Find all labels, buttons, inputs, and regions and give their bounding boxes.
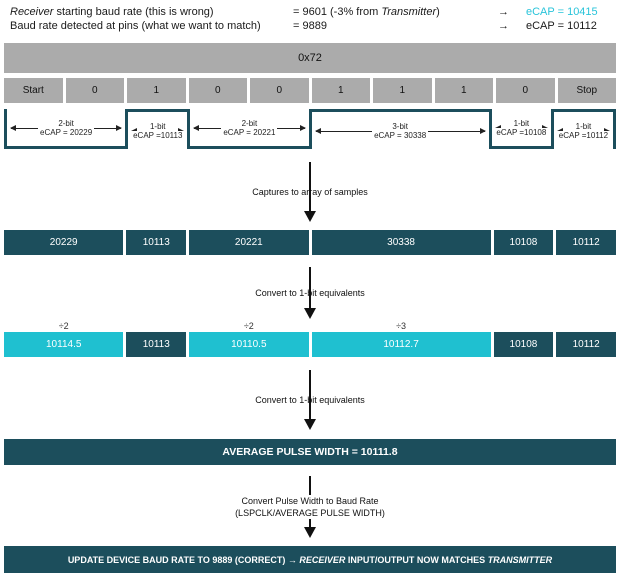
receiver-value-post: ) — [436, 6, 440, 18]
divisor-spacer — [556, 319, 616, 332]
flow-label: Convert to 1-bit equivalents — [255, 395, 365, 405]
down-arrow-line — [309, 370, 311, 419]
divisor-label: ÷2 — [58, 321, 69, 331]
bit-cell-start: Start — [4, 78, 63, 103]
divisor-label: ÷2 — [243, 321, 254, 331]
final-bar-mid: INPUT/OUTPUT NOW MATCHES — [345, 554, 488, 565]
bit-cell: 0 — [496, 78, 555, 103]
flow-arrow-convert-1: Convert to 1-bit equivalents — [0, 267, 620, 319]
header-row-receiver: Receiver starting baud rate (this is wro… — [10, 5, 610, 19]
transmitter-word: Transmitter — [381, 6, 437, 18]
down-arrow-icon — [304, 419, 316, 430]
sample-cell: 20221 — [189, 230, 309, 255]
converted-cell: 10112 — [556, 332, 617, 357]
converted-cell: 10114.5 — [4, 332, 124, 357]
bit-width-label: 3-bit — [390, 121, 410, 131]
bit-cell: 1 — [434, 78, 493, 103]
bit-cell: 0 — [65, 78, 124, 103]
converted-cell: 10110.5 — [189, 332, 309, 357]
ecap-value-label: eCAP =10108 — [494, 127, 549, 137]
ecap-value-label: eCAP = 20229 — [38, 127, 95, 137]
receiver-baud-label: Receiver starting baud rate (this is wro… — [10, 5, 293, 19]
bit-width-label: 1-bit — [573, 121, 594, 131]
sample-cell: 10113 — [126, 230, 187, 255]
sample-cell: 20229 — [4, 230, 124, 255]
header-row-detected: Baud rate detected at pins (what we want… — [10, 19, 610, 33]
sample-cell: 10112 — [556, 230, 617, 255]
down-arrow-line — [309, 267, 311, 308]
receiver-word: RECEIVER — [299, 554, 346, 565]
receiver-label-rest: starting baud rate (this is wrong) — [53, 6, 214, 18]
converted-cell: 10108 — [493, 332, 554, 357]
ecap-value-label: eCAP = 20221 — [221, 127, 278, 137]
samples-row: 20229 10113 20221 30338 10108 10112 — [4, 230, 617, 255]
flow-label: Convert Pulse Width to Baud Rate (LSPCLK… — [0, 495, 620, 519]
ecap-value-label: eCAP =10112 — [556, 130, 611, 140]
final-bar-pre: UPDATE DEVICE BAUD RATE TO 9889 (CORRECT… — [67, 554, 300, 565]
bit-cells-row: Start 0 1 0 0 1 1 1 0 Stop — [4, 78, 616, 103]
divisor-spacer — [494, 319, 554, 332]
converted-cell: 10112.7 — [311, 332, 491, 357]
detected-baud-label: Baud rate detected at pins (what we want… — [10, 20, 261, 32]
flow-label-line2: (LSPCLK/AVERAGE PULSE WIDTH) — [232, 507, 388, 519]
ecap-value-label: eCAP = 30338 — [372, 130, 429, 140]
right-arrow-icon: → — [498, 6, 509, 18]
receiver-value-pre: = 9601 (-3% from — [293, 6, 382, 18]
byte-value-bar: 0x72 — [4, 43, 616, 73]
transmitter-word: TRANSMITTER — [487, 554, 553, 565]
right-arrow-icon: → — [498, 20, 509, 32]
flow-arrow-capture: Captures to array of samples — [0, 162, 620, 222]
bit-cell: 0 — [188, 78, 247, 103]
bit-cell: 1 — [373, 78, 432, 103]
bit-width-label: 2-bit — [239, 118, 260, 128]
down-arrow-icon — [304, 211, 316, 222]
flow-label: Captures to array of samples — [252, 187, 368, 197]
converted-cell: 10113 — [126, 332, 187, 357]
bit-width-label: 1-bit — [147, 121, 168, 131]
receiver-baud-value: = 9601 (-3% from Transmitter) — [293, 5, 498, 19]
divisor-spacer — [126, 319, 186, 332]
divisor-label: ÷3 — [396, 321, 407, 331]
flow-arrow-convert-2: Convert to 1-bit equivalents — [0, 370, 620, 430]
converted-row: 10114.5 10113 10110.5 10112.7 10108 1011… — [4, 332, 617, 357]
ecap-value-label: eCAP =10113 — [131, 130, 185, 140]
down-arrow-icon — [304, 527, 316, 538]
flow-label: Convert to 1-bit equivalents — [255, 288, 365, 298]
update-baud-rate-bar: UPDATE DEVICE BAUD RATE TO 9889 (CORRECT… — [4, 546, 616, 573]
detected-ecap-value: eCAP = 10112 — [526, 20, 597, 32]
flow-arrow-baud-rate: Convert Pulse Width to Baud Rate (LSPCLK… — [0, 476, 620, 538]
receiver-ecap-value: eCAP = 10415 — [526, 6, 598, 18]
detected-baud-value: = 9889 — [293, 20, 327, 32]
divisor-row: ÷2 ÷2 ÷3 — [4, 319, 616, 332]
flow-label-line1: Convert Pulse Width to Baud Rate — [238, 495, 382, 507]
down-arrow-line — [309, 162, 311, 211]
bit-cell: 1 — [311, 78, 370, 103]
average-pulse-width-bar: AVERAGE PULSE WIDTH = 10111.8 — [4, 439, 616, 465]
sample-cell: 30338 — [311, 230, 491, 255]
bit-width-label: 1-bit — [511, 118, 532, 128]
sample-cell: 10108 — [493, 230, 554, 255]
bit-width-label: 2-bit — [56, 118, 76, 128]
bit-cell-stop: Stop — [557, 78, 616, 103]
bit-cell: 0 — [250, 78, 309, 103]
header: Receiver starting baud rate (this is wro… — [0, 0, 620, 33]
down-arrow-icon — [304, 308, 316, 319]
receiver-word: Receiver — [10, 6, 54, 18]
bit-cell: 1 — [127, 78, 186, 103]
